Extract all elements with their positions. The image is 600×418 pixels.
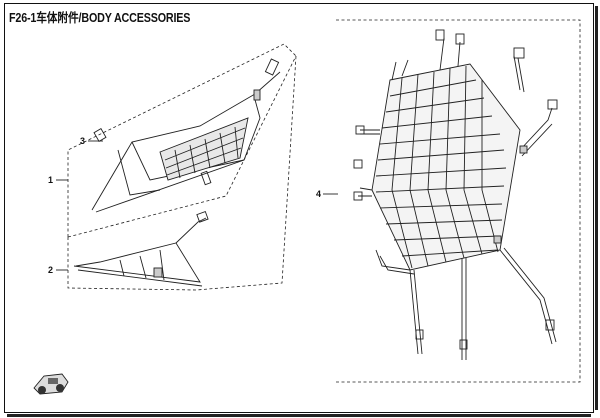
cargo-net (353, 29, 558, 360)
vehicle-thumbnail-icon (33, 373, 69, 395)
door-net-assembly (91, 58, 281, 213)
callout-4[interactable]: 4 (316, 189, 322, 199)
group-boundary-left (67, 55, 297, 291)
drawing-frame (4, 3, 598, 417)
callout-3[interactable]: 3 (80, 136, 86, 146)
callout-1[interactable]: 1 (48, 175, 54, 185)
callout-2[interactable]: 2 (48, 265, 54, 275)
group-boundary-right (336, 19, 581, 383)
group-boundary-left-top (67, 43, 297, 237)
lower-rail (73, 210, 209, 287)
page-title: F26-1车体附件/BODY ACCESSORIES (9, 11, 191, 25)
